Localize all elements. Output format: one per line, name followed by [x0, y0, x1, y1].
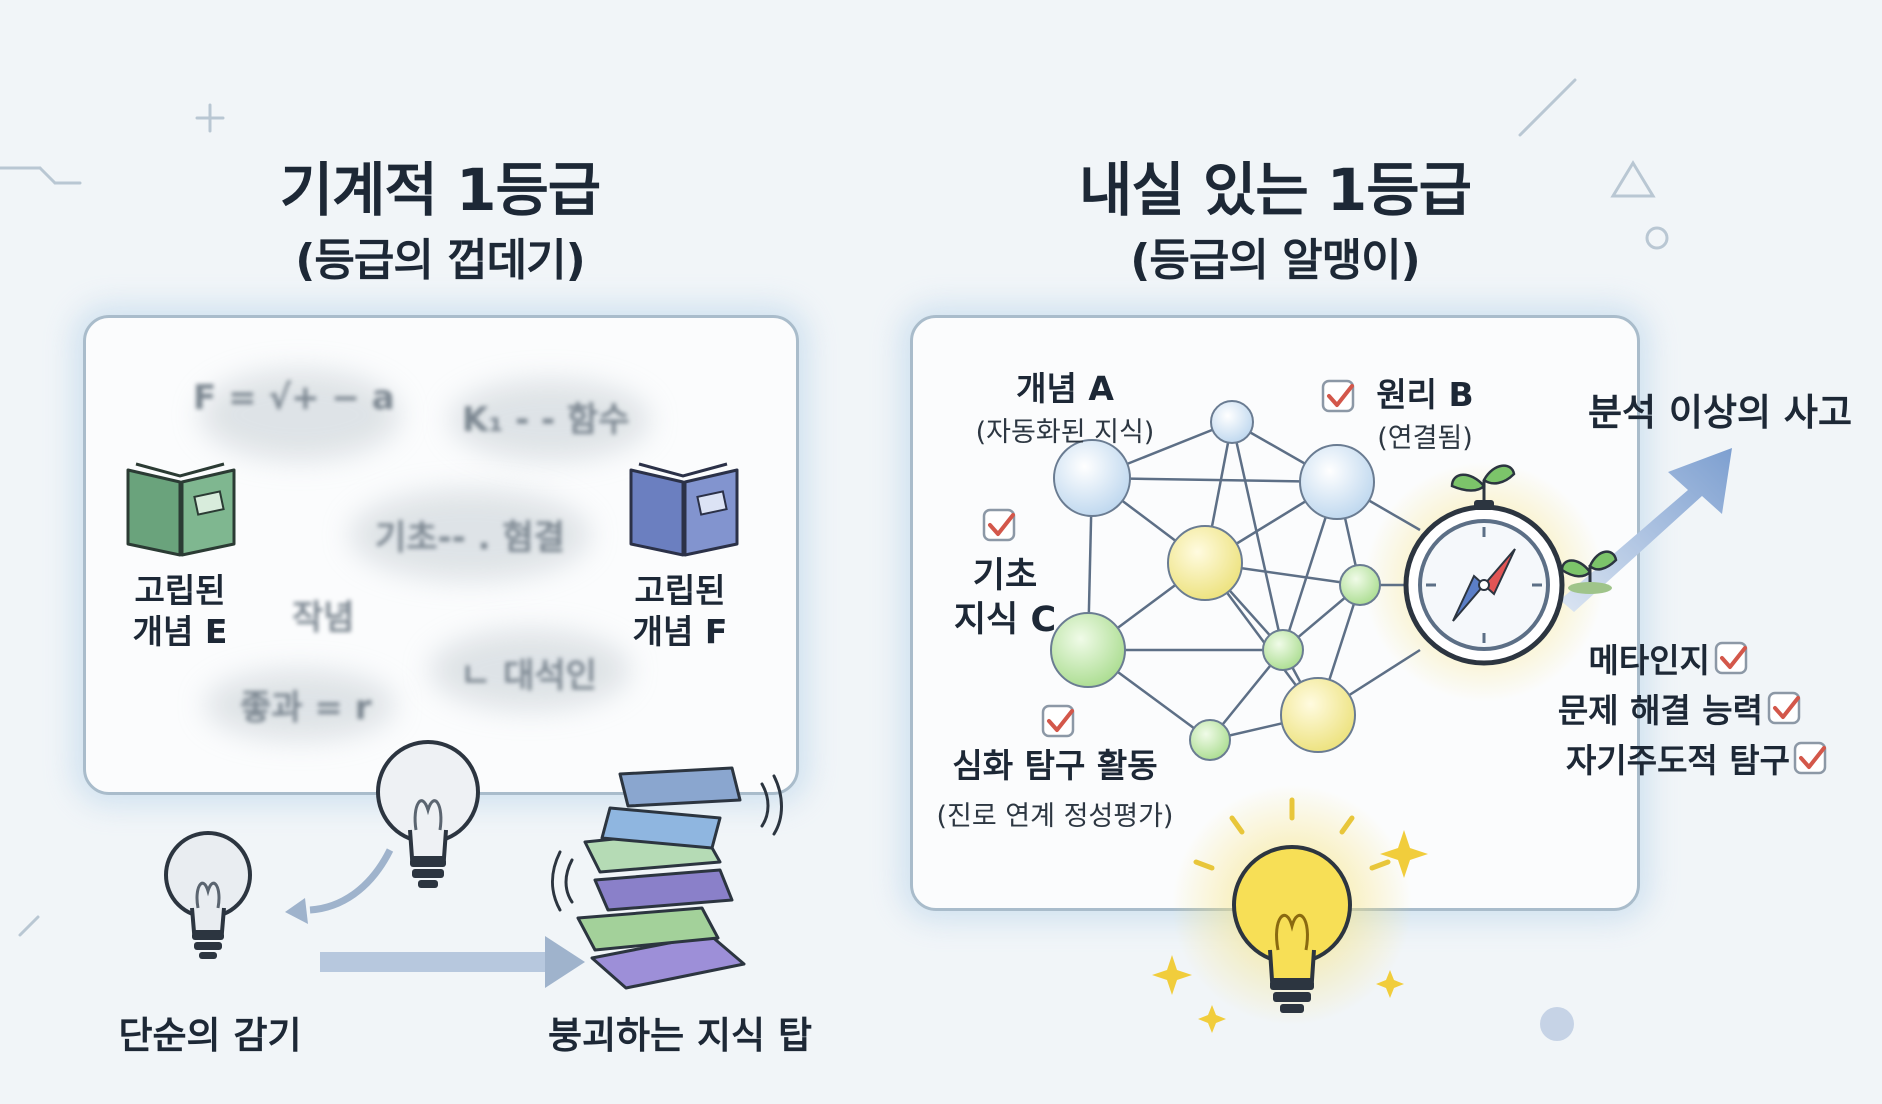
label-line: 개념 E	[132, 612, 228, 652]
network-node	[1050, 612, 1126, 688]
principle-b-sublabel: (연결됨)	[1377, 423, 1473, 454]
right-subtitle: (등급의 알맹이)	[1130, 235, 1420, 286]
check-icon	[1714, 641, 1748, 675]
skill-problem-solving: 문제 해결 능력	[1557, 691, 1763, 730]
left-subtitle: (등급의 껍데기)	[295, 235, 585, 286]
bulb-icon	[164, 831, 252, 959]
label-line: 고립된	[134, 571, 226, 610]
blurred-text: ㄴ 대석인	[460, 656, 597, 696]
network-node	[1262, 629, 1304, 671]
blur-blob	[450, 380, 650, 460]
compass-icon	[1403, 500, 1565, 666]
network-node	[1053, 439, 1131, 517]
arrow-icon	[1560, 448, 1732, 612]
book-stack-icon	[576, 766, 746, 990]
label-line: 고립된	[634, 571, 726, 610]
label-line: 지식 C	[953, 599, 1057, 640]
book-icon	[629, 462, 739, 557]
concept-a-sublabel: (자동화된 지식)	[975, 417, 1155, 448]
skill-self-directed: 자기주도적 탐구	[1565, 741, 1790, 780]
beyond-analysis-label: 분석 이상의 사고	[1587, 391, 1853, 434]
check-icon	[1793, 741, 1827, 775]
deep-activity-sublabel: (진로 연계 정성평가)	[936, 801, 1174, 832]
basic-knowledge-c-label: 기초 지식 C	[930, 555, 1080, 643]
right-title: 내실 있는 1등급	[1079, 156, 1472, 224]
check-icon	[1041, 704, 1075, 738]
label-line: 기초	[972, 556, 1038, 596]
blur-blob	[205, 670, 395, 740]
collapsing-tower-label: 붕괴하는 지식 탑	[547, 1014, 813, 1057]
check-icon	[1767, 691, 1801, 725]
blur-blob	[350, 490, 590, 580]
blurred-formula: 좋과 = r	[240, 688, 372, 728]
sparkle-icon	[1152, 830, 1428, 1033]
book-icon	[126, 462, 236, 557]
network-node	[1280, 677, 1356, 753]
bulb-icon	[1193, 797, 1391, 1013]
network-node	[1167, 525, 1243, 601]
isolated-concept-e-label: 고립된 개념 E	[115, 570, 245, 653]
left-bottom-illustration	[164, 740, 783, 990]
network-node	[1189, 719, 1231, 761]
blur-blob	[430, 630, 630, 710]
deep-activity-label: 심화 탐구 활동	[952, 746, 1158, 785]
network-node	[1299, 444, 1375, 520]
label-line: 개념 F	[632, 612, 728, 652]
check-icon	[1321, 379, 1355, 413]
blur-blob	[200, 370, 400, 460]
concept-a-label: 개념 A	[1016, 369, 1114, 408]
blurred-text: 작념	[292, 598, 355, 638]
bulb-icon	[376, 740, 480, 888]
blurred-formula: F = √+ − a	[193, 378, 395, 418]
network-node	[1210, 400, 1254, 444]
sprout-icon	[1560, 550, 1618, 594]
principle-b-label: 원리 B	[1376, 375, 1474, 414]
skill-metacognition: 메타인지	[1588, 641, 1710, 680]
isolated-concept-f-label: 고립된 개념 F	[615, 570, 745, 653]
blurred-formula: K₁ - - 함수	[462, 400, 630, 440]
blurred-text: 기초-- . 혐결	[375, 518, 565, 558]
simple-sense-label: 단순의 감기	[118, 1014, 302, 1057]
check-icon	[982, 508, 1016, 542]
sprout-icon	[1450, 464, 1516, 500]
left-title: 기계적 1등급	[279, 156, 601, 224]
network-node	[1339, 564, 1381, 606]
